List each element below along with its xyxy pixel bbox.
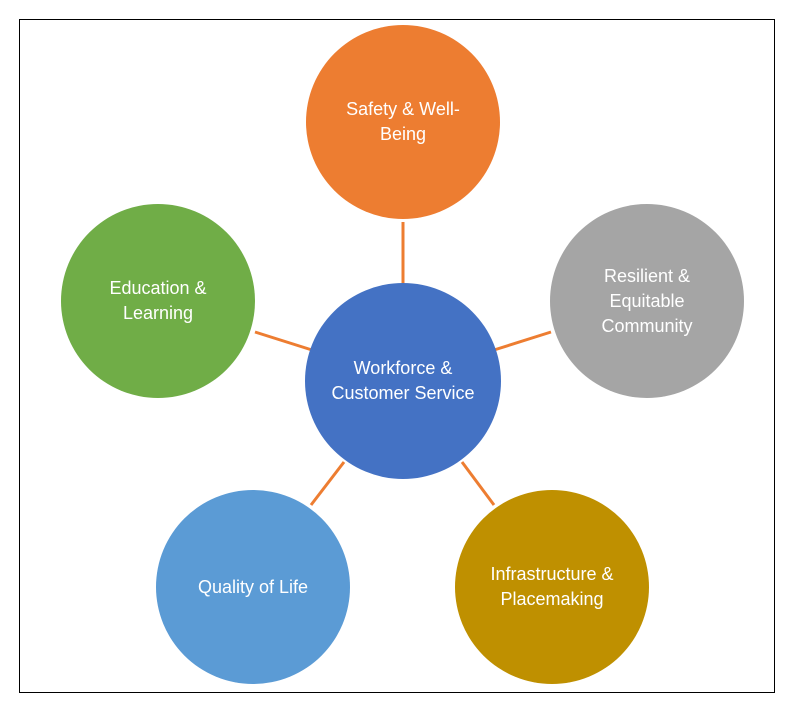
center-node-label: Workforce & Customer Service bbox=[331, 358, 475, 403]
node-education-learning: Education & Learning bbox=[61, 204, 255, 398]
node-label: Resilient & Equitable Community bbox=[601, 265, 693, 336]
node-safety-well-being: Safety & Well-Being bbox=[306, 25, 500, 219]
node-infrastructure-placemaking: Infrastructure & Placemaking bbox=[455, 490, 649, 684]
connector-left bbox=[254, 330, 313, 352]
node-label: Education & Learning bbox=[109, 278, 207, 323]
node-workforce-customer-service: Workforce & Customer Service bbox=[305, 283, 501, 479]
node-label: Infrastructure & Placemaking bbox=[490, 564, 614, 609]
node-quality-of-life: Quality of Life bbox=[156, 490, 350, 684]
connector-bottom-left bbox=[309, 461, 346, 506]
connector-right bbox=[493, 330, 552, 352]
node-label: Safety & Well-Being bbox=[346, 99, 460, 144]
connector-bottom-right bbox=[460, 461, 496, 506]
node-label: Quality of Life bbox=[197, 576, 309, 597]
node-resilient-equitable-community: Resilient & Equitable Community bbox=[550, 204, 744, 398]
